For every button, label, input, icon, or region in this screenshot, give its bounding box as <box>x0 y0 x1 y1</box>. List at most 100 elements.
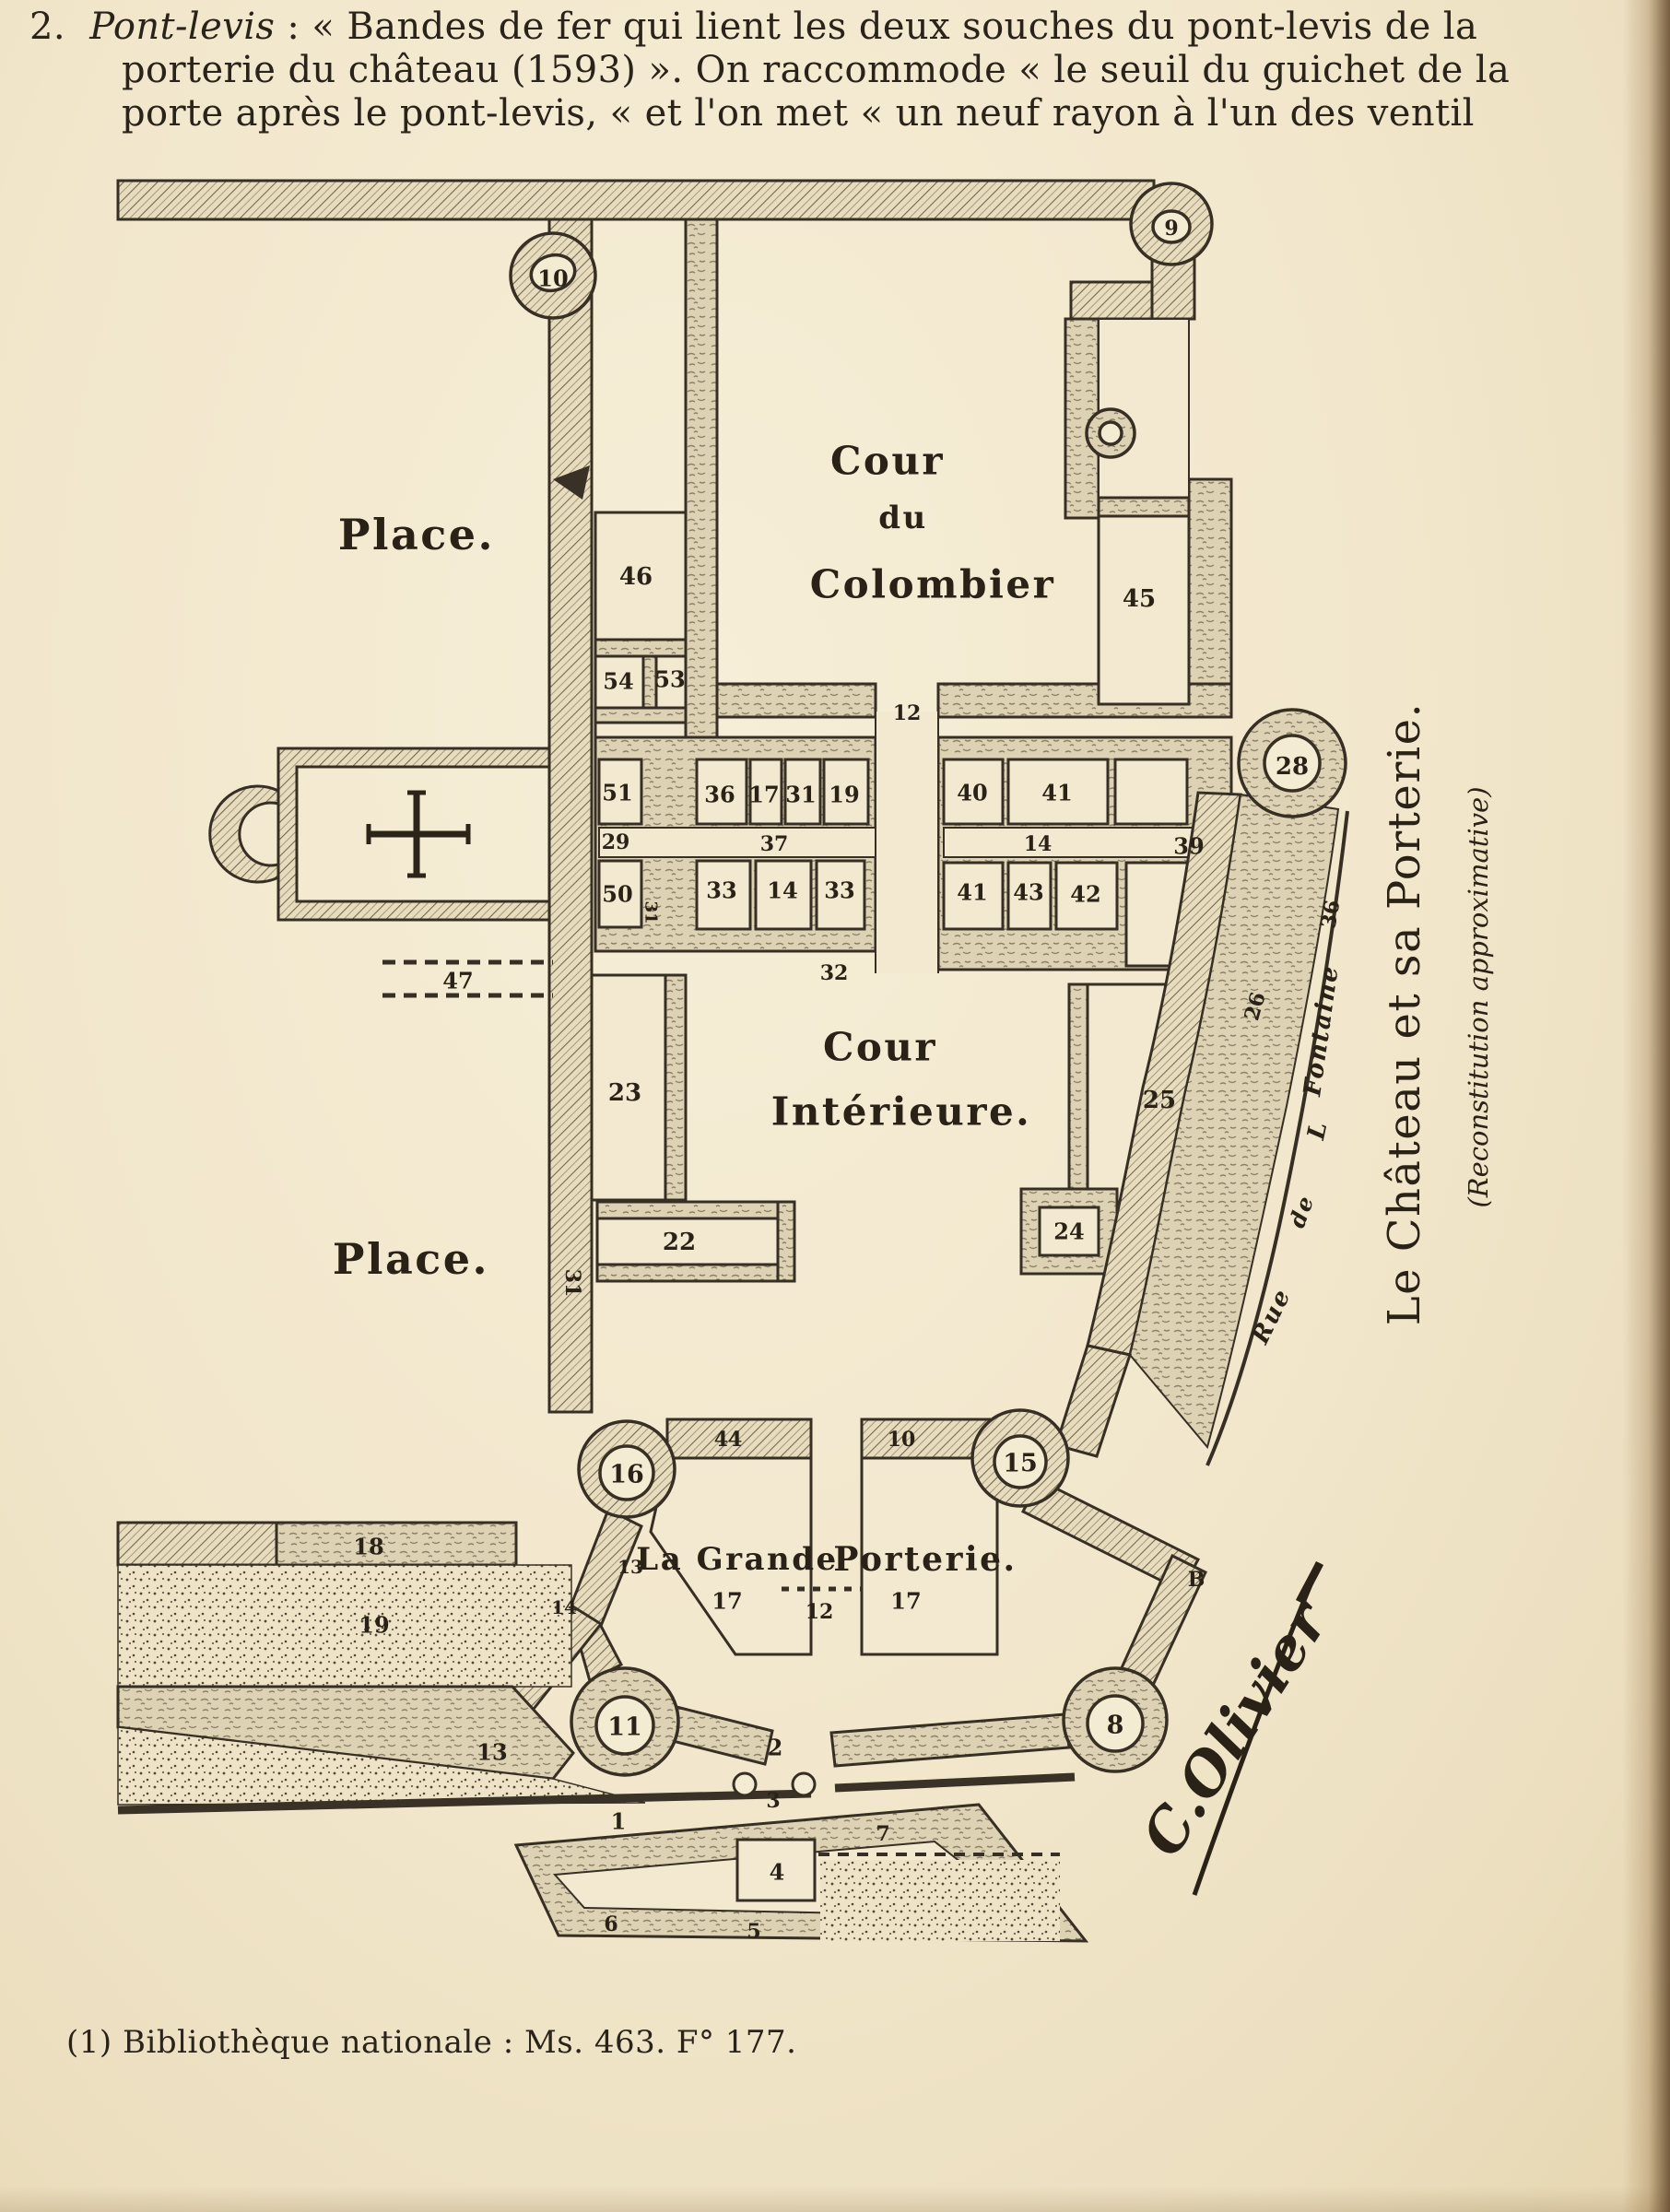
room-number: 5 <box>747 1920 760 1944</box>
central-passage <box>875 712 939 973</box>
moat-southwest <box>116 1521 646 1806</box>
room-number: 46 <box>619 563 653 591</box>
paragraph-line-3: porte après le pont-levis, « et l'on met… <box>122 92 1475 135</box>
north-wall <box>116 179 1156 221</box>
room-number: 12 <box>893 701 922 725</box>
ne-step-wall <box>1069 280 1154 321</box>
room-number: 39 <box>1173 833 1204 860</box>
west-wall <box>547 218 594 1414</box>
room-number: 43 <box>1013 879 1043 906</box>
room-number: 37 <box>760 832 789 856</box>
west-wall-pennant <box>553 465 590 500</box>
room-number: 14 <box>551 1596 577 1618</box>
room-number: 41 <box>1041 780 1072 806</box>
room-number: 7 <box>876 1822 889 1846</box>
gatehouse <box>491 1418 1207 1768</box>
south-wall-line-a <box>117 1789 812 1815</box>
east-range-rooms <box>1097 318 1191 706</box>
area-label: Porterie. <box>833 1540 1017 1579</box>
room-number: 1 <box>611 1808 627 1835</box>
area-label: Colombier <box>810 562 1056 607</box>
tower-16 <box>577 1419 676 1519</box>
area-label: Intérieure. <box>771 1089 1032 1135</box>
room-24 <box>1019 1187 1119 1276</box>
room-number: 40 <box>957 780 987 806</box>
room-number: 42 <box>1070 881 1100 908</box>
street-label: de <box>1283 1191 1320 1231</box>
room-number: 28 <box>1276 753 1309 781</box>
plan-walls <box>116 179 1349 1943</box>
room-number: 19 <box>829 782 859 808</box>
cross-mark <box>366 790 471 878</box>
street-walls <box>1054 791 1349 1466</box>
area-label: La Grande <box>636 1541 838 1578</box>
room-number: 22 <box>663 1229 696 1256</box>
plan-towers <box>509 182 1347 1797</box>
colombier-west-wall <box>684 218 719 739</box>
room-number: 10 <box>537 265 568 292</box>
street-label: L <box>1302 1118 1334 1143</box>
plan-caption: Le Château et sa Porterie. <box>1379 702 1430 1326</box>
room-number: 16 <box>609 1461 644 1489</box>
west-range-rooms <box>594 511 688 741</box>
room-number: 29 <box>602 830 630 854</box>
area-label: du <box>878 500 928 536</box>
tower-9 <box>1129 182 1214 266</box>
room-number: 36 <box>704 782 735 808</box>
page-bottom-shade <box>0 2186 1670 2212</box>
room-number: 17 <box>712 1588 742 1615</box>
area-label: Place. <box>333 1234 489 1284</box>
tower-8 <box>1062 1666 1169 1773</box>
room-number: 44 <box>714 1428 743 1452</box>
room-number: 36 <box>1317 899 1346 931</box>
term-pont-levis: Pont-levis <box>89 6 276 48</box>
tower-15 <box>970 1408 1070 1508</box>
room-number: 15 <box>1003 1450 1038 1478</box>
dashed-lines-47 <box>382 959 553 998</box>
room-number: 31 <box>641 900 661 924</box>
paragraph-pont-levis: 2. Pont-levis : « Bandes de fer qui lien… <box>29 6 1633 135</box>
page-edge-shade <box>1622 0 1670 2212</box>
room-number: 4 <box>770 1859 785 1886</box>
room-number: 51 <box>602 780 632 806</box>
room-number: 13 <box>617 1556 643 1578</box>
footnote: (1) Bibliothèque nationale : Ms. 463. F°… <box>66 2024 797 2061</box>
room-number: 8 <box>1107 1712 1124 1740</box>
room-number: 9 <box>1164 217 1178 241</box>
colombier-south-wall-a <box>715 682 877 719</box>
room-number: 11 <box>607 1713 642 1742</box>
room-number: 13 <box>476 1739 507 1766</box>
room-number: 33 <box>706 877 736 904</box>
area-label: Cour <box>823 1025 937 1070</box>
south-wall-line-b <box>834 1772 1076 1793</box>
room-number: 17 <box>748 782 779 808</box>
room-22 <box>595 1200 796 1283</box>
room-number: B <box>1188 1568 1205 1592</box>
room-number: 23 <box>608 1079 641 1107</box>
room-number: 54 <box>603 668 633 695</box>
room-number: 24 <box>1053 1218 1084 1245</box>
room-number: 6 <box>604 1912 617 1936</box>
room-number: 47 <box>442 968 473 994</box>
room-number: 31 <box>785 782 816 808</box>
chapel <box>208 747 551 922</box>
area-label: Place. <box>338 510 495 559</box>
room-number: 53 <box>654 666 685 693</box>
barbican <box>513 1803 1089 1943</box>
room-number: 33 <box>824 877 854 904</box>
room-number: 18 <box>353 1534 383 1560</box>
tower-11 <box>570 1666 680 1777</box>
room-number: 10 <box>888 1428 916 1452</box>
room-number: 45 <box>1123 585 1156 613</box>
area-label: Cour <box>830 439 945 484</box>
room-number: 3 <box>766 1789 780 1813</box>
street-label: Rue <box>1246 1284 1297 1349</box>
east-range-wall <box>1187 477 1233 706</box>
room-number: 31 <box>560 1269 584 1298</box>
room-number: 41 <box>957 879 987 906</box>
room-number: 17 <box>890 1588 921 1615</box>
paragraph-line-1: 2. Pont-levis : « Bandes de fer qui lien… <box>29 6 1633 49</box>
room-number: 19 <box>359 1612 389 1639</box>
